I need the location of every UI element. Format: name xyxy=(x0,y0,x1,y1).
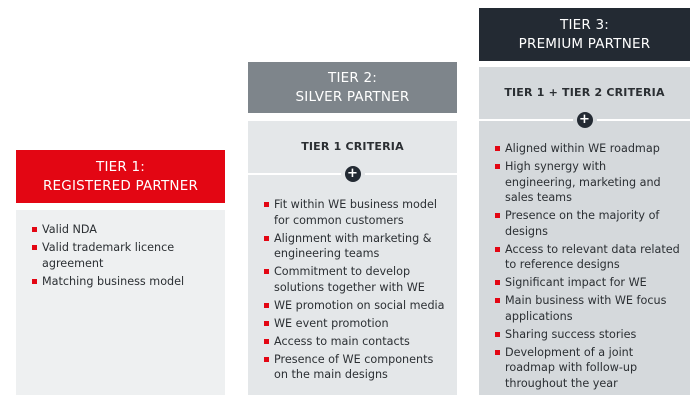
tier3-header: TIER 3: PREMIUM PARTNER xyxy=(479,8,690,61)
list-item: WE event promotion xyxy=(264,316,447,332)
list-item: Presence of WE components on the main de… xyxy=(264,352,447,383)
tier2-body: TIER 1 CRITERIA + Fit within WE business… xyxy=(248,121,457,395)
tier3-body: TIER 1 + TIER 2 CRITERIA + Aligned withi… xyxy=(479,67,690,395)
divider: + xyxy=(248,166,457,182)
list-item: Commitment to develop solutions together… xyxy=(264,264,447,295)
list-item: Sharing success stories xyxy=(495,327,680,343)
tier2-criteria-list: Fit within WE business model for common … xyxy=(248,183,457,383)
tier1-criteria-list: Valid NDA Valid trademark licence agreem… xyxy=(16,222,225,289)
tier1-header: TIER 1: REGISTERED PARTNER xyxy=(16,150,225,203)
list-item: Main business with WE focus applications xyxy=(495,293,680,324)
tier3-label: TIER 3: xyxy=(560,16,609,33)
plus-icon: + xyxy=(344,166,361,182)
divider: + xyxy=(479,112,690,128)
list-item: Valid trademark licence agreement xyxy=(32,240,215,271)
list-item: WE promotion on social media xyxy=(264,298,447,314)
list-item: Access to relevant data related to refer… xyxy=(495,242,680,271)
list-item: Access to main contacts xyxy=(264,334,447,350)
list-item: Fit within WE business model for common … xyxy=(264,197,447,228)
tier1-title: REGISTERED PARTNER xyxy=(42,177,199,194)
list-item: Aligned within WE roadmap xyxy=(495,141,680,157)
list-item: Presence on the majority of designs xyxy=(495,208,680,239)
list-item: Matching business model xyxy=(32,274,215,290)
tier3-criteria-heading: TIER 1 + TIER 2 CRITERIA xyxy=(504,86,665,99)
list-item: High synergy with engineering, marketing… xyxy=(495,159,680,206)
tier2-criteria-heading: TIER 1 CRITERIA xyxy=(301,140,404,153)
tier2-label: TIER 2: xyxy=(328,69,377,86)
tier3-title: PREMIUM PARTNER xyxy=(518,35,651,52)
list-item: Development of a joint roadmap with foll… xyxy=(495,345,680,392)
tier1-label: TIER 1: xyxy=(96,158,145,175)
list-item: Significant impact for WE xyxy=(495,275,680,291)
plus-icon: + xyxy=(576,112,593,128)
tier3-criteria-list: Aligned within WE roadmap High synergy w… xyxy=(479,129,690,391)
tier2-header: TIER 2: SILVER PARTNER xyxy=(248,62,457,113)
list-item: Alignment with marketing & engineering t… xyxy=(264,231,447,262)
tier1-body: Valid NDA Valid trademark licence agreem… xyxy=(16,210,225,395)
tier2-title: SILVER PARTNER xyxy=(295,88,410,105)
list-item: Valid NDA xyxy=(32,222,215,238)
